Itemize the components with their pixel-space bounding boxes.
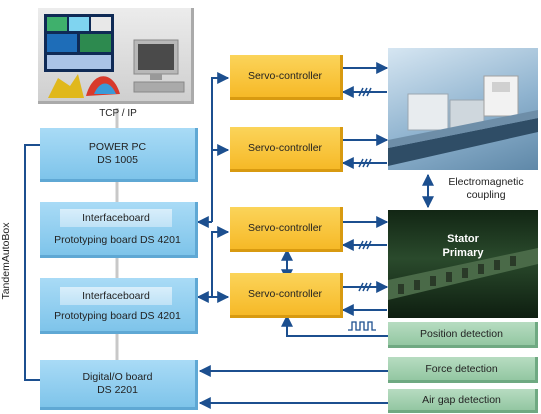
stator-photo: Stator Primary <box>388 210 538 318</box>
stator-label: Stator Primary <box>388 232 538 260</box>
interfaceboard-1: Interfaceboard <box>60 209 172 227</box>
stator-illustration <box>388 248 538 300</box>
digital-io-line1: Digital/O board <box>82 370 153 383</box>
power-pc-line2: DS 1005 <box>97 153 138 166</box>
servo-controller-2: Servo-controller <box>230 127 343 172</box>
interfaceboard-2: Interfaceboard <box>60 287 172 305</box>
digital-io-box: Digital/O board DS 2201 <box>40 360 198 410</box>
stator-line1: Stator <box>447 233 479 245</box>
host-pc-illustration <box>44 14 185 98</box>
machine-photo <box>388 48 538 170</box>
servo-controller-1: Servo-controller <box>230 55 343 100</box>
force-detection-box: Force detection <box>388 357 538 383</box>
tandem-autobox-label: TandemAutoBox <box>0 222 12 300</box>
position-detection-box: Position detection <box>388 322 538 348</box>
air-gap-detection-box: Air gap detection <box>388 389 538 413</box>
tandem-bracket <box>24 144 40 381</box>
prototyping-board-1-label: Prototyping board DS 4201 <box>54 234 181 246</box>
servo-controller-4: Servo-controller <box>230 273 343 318</box>
coupling-label: Electromagnetic coupling <box>436 176 536 202</box>
prototyping-board-2-label: Prototyping board DS 4201 <box>54 310 181 322</box>
host-pc-panel <box>38 8 194 104</box>
stator-line2: Primary <box>442 247 484 259</box>
power-pc-box: POWER PC DS 1005 <box>40 128 198 182</box>
coupling-line2: coupling <box>466 189 506 201</box>
coupling-line1: Electromagnetic <box>448 176 524 188</box>
machine-illustration <box>388 75 538 166</box>
servo-controller-3: Servo-controller <box>230 207 343 252</box>
power-pc-line1: POWER PC <box>88 140 147 153</box>
tcp-ip-label: TCP / IP <box>99 108 137 119</box>
digital-io-line2: DS 2201 <box>97 383 138 396</box>
